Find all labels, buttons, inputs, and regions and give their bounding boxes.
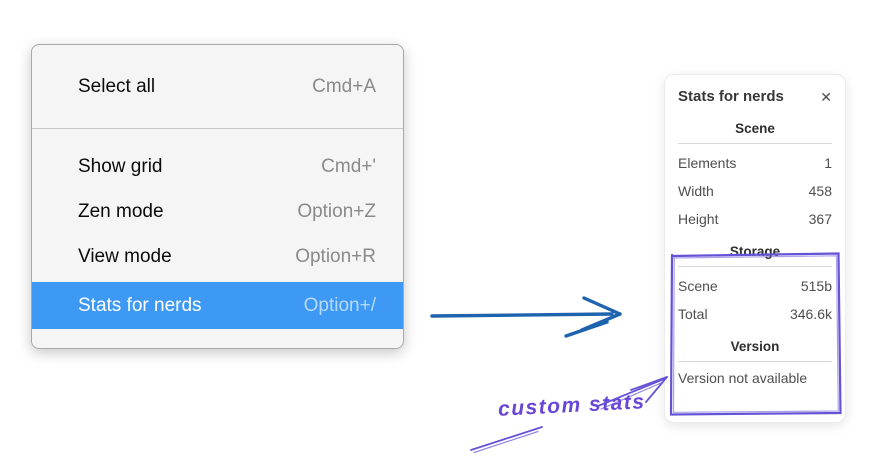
menu-item-label: Zen mode (78, 200, 164, 222)
annotation-custom-stats-label: custom stats (497, 390, 647, 421)
stat-row-width: Width 458 (678, 177, 832, 205)
menu-item-stats-for-nerds[interactable]: Stats for nerds Option+/ (32, 282, 403, 329)
stats-panel: Stats for nerds ✕ Scene Elements 1 Width… (664, 74, 846, 423)
stat-label: Elements (678, 155, 737, 171)
menu-item-label: Stats for nerds (78, 294, 202, 316)
stat-value: 458 (808, 183, 832, 199)
stat-label: Height (678, 211, 719, 227)
menu-item-select-all[interactable]: Select all Cmd+A (32, 45, 403, 128)
stat-value: 1 (824, 155, 832, 171)
stat-label: Width (678, 183, 714, 199)
stat-label: Total (678, 306, 708, 322)
menu-separator (32, 128, 403, 129)
version-note: Version not available (678, 370, 808, 386)
menu-group: Show grid Cmd+' Zen mode Option+Z View m… (32, 129, 403, 329)
stat-row-scene-storage: Scene 515b (678, 272, 832, 300)
menu-item-view-mode[interactable]: View mode Option+R (32, 234, 403, 279)
menu-item-label: Select all (78, 75, 156, 97)
stat-value: 515b (800, 278, 832, 294)
stat-value: 367 (808, 211, 832, 227)
context-menu: Select all Cmd+A Show grid Cmd+' Zen mod… (31, 44, 404, 349)
menu-item-shortcut: Option+Z (297, 200, 376, 222)
stat-label: Scene (678, 278, 718, 294)
menu-item-zen-mode[interactable]: Zen mode Option+Z (32, 189, 403, 234)
section-heading: Scene (678, 121, 832, 144)
menu-item-shortcut: Option+R (295, 245, 376, 267)
menu-item-label: Show grid (78, 155, 163, 177)
menu-item-shortcut: Cmd+' (321, 155, 376, 177)
stats-section-scene: Scene Elements 1 Width 458 Height 367 (678, 121, 832, 233)
section-heading: Storage (678, 244, 832, 267)
section-heading: Version (678, 339, 832, 362)
menu-item-label: View mode (78, 245, 172, 267)
stat-value: 346.6k (789, 306, 832, 322)
menu-item-shortcut: Option+/ (303, 294, 376, 316)
stats-section-version: Version Version not available (678, 339, 832, 386)
stats-section-storage: Storage Scene 515b Total 346.6k (678, 244, 832, 328)
menu-item-show-grid[interactable]: Show grid Cmd+' (32, 144, 403, 189)
blue-arrow (430, 296, 622, 338)
stat-row-total-storage: Total 346.6k (678, 300, 832, 328)
stats-panel-title: Stats for nerds (678, 88, 784, 105)
close-icon[interactable]: ✕ (820, 88, 832, 105)
stat-row-elements: Elements 1 (678, 149, 832, 177)
stat-row-height: Height 367 (678, 205, 832, 233)
stats-panel-header: Stats for nerds ✕ (678, 88, 832, 105)
menu-item-shortcut: Cmd+A (312, 75, 376, 97)
